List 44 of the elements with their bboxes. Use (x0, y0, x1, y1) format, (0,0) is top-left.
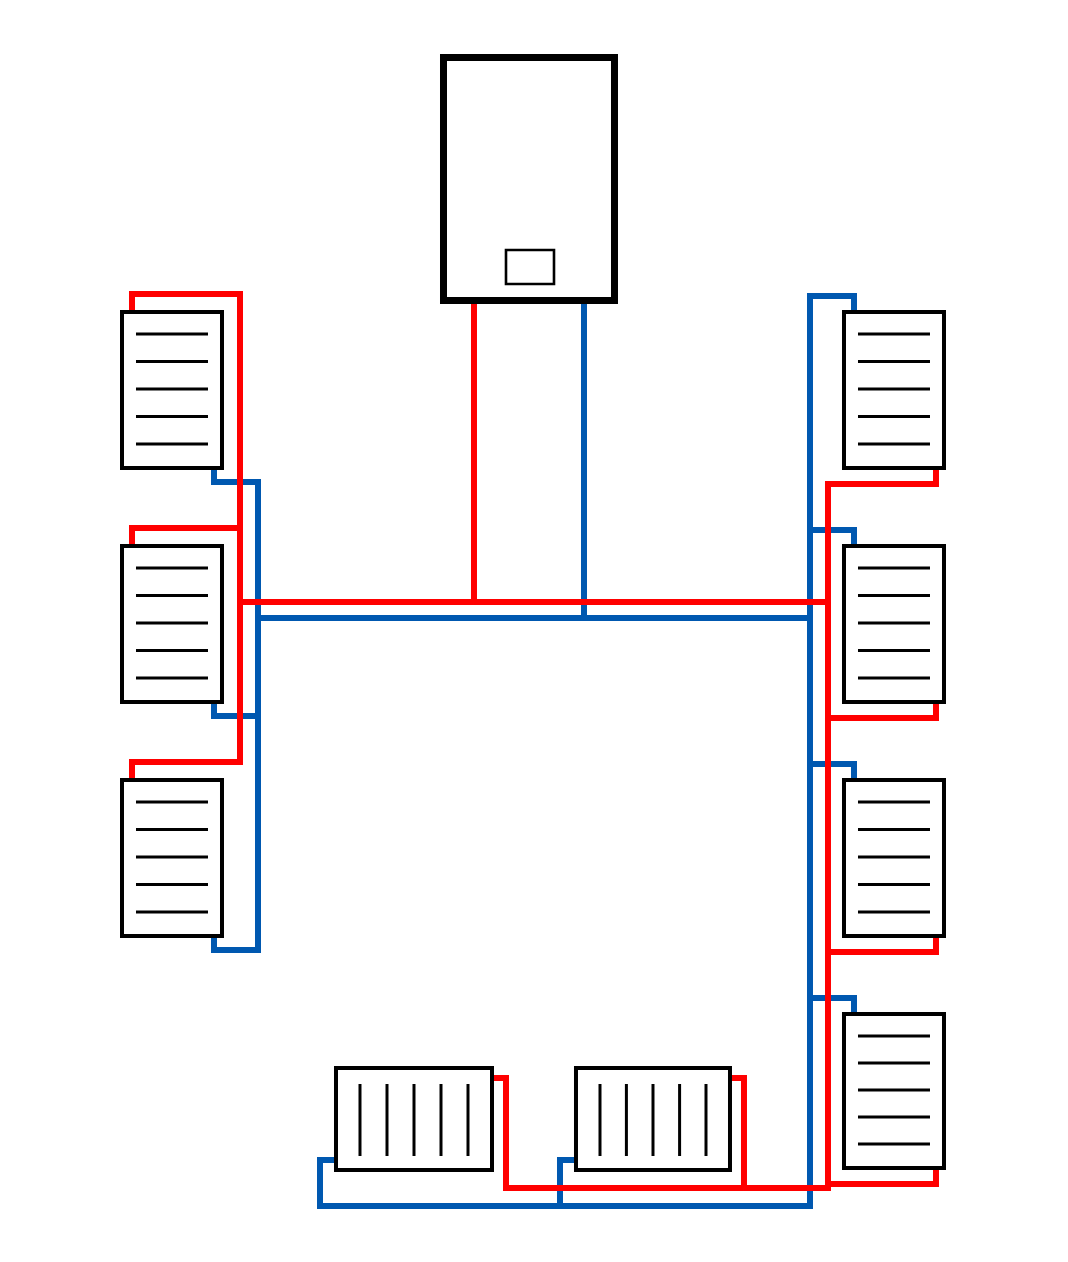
pipe (732, 1075, 747, 1188)
pipe (744, 1184, 831, 1191)
radiator (842, 544, 946, 704)
pipe (474, 599, 828, 605)
radiator (120, 310, 224, 470)
pipe (471, 304, 477, 602)
pipe (825, 952, 831, 1184)
pipe (129, 291, 243, 528)
pipe (255, 618, 261, 716)
pipe (807, 293, 857, 530)
pipe (211, 716, 261, 953)
pipe (810, 527, 857, 544)
pipe (825, 718, 831, 952)
pipe (129, 525, 240, 544)
pipe (807, 618, 813, 764)
radiator (842, 778, 946, 938)
pipe (237, 528, 243, 602)
pipe (557, 1157, 574, 1206)
pipe (258, 615, 584, 621)
pipe (828, 704, 939, 721)
pipe (825, 470, 939, 602)
radiator (842, 310, 946, 470)
radiator (120, 778, 224, 938)
radiator (842, 1012, 946, 1170)
pipe (807, 530, 813, 618)
pipe (584, 615, 810, 621)
pipe (828, 938, 939, 955)
pipe (560, 998, 813, 1209)
radiator (120, 544, 224, 704)
pipe (129, 602, 243, 778)
pipe (581, 304, 587, 618)
radiator (334, 1066, 494, 1172)
pipe (317, 1157, 560, 1209)
pipe (828, 1170, 939, 1187)
pipe (494, 1075, 744, 1191)
radiator (574, 1066, 732, 1172)
pipe (211, 704, 258, 719)
pipe (810, 995, 857, 1012)
pipe (825, 602, 831, 718)
pipe (240, 599, 474, 605)
pipe (807, 764, 813, 998)
pipe (211, 470, 261, 618)
pipe (810, 761, 857, 778)
boiler (440, 54, 618, 304)
